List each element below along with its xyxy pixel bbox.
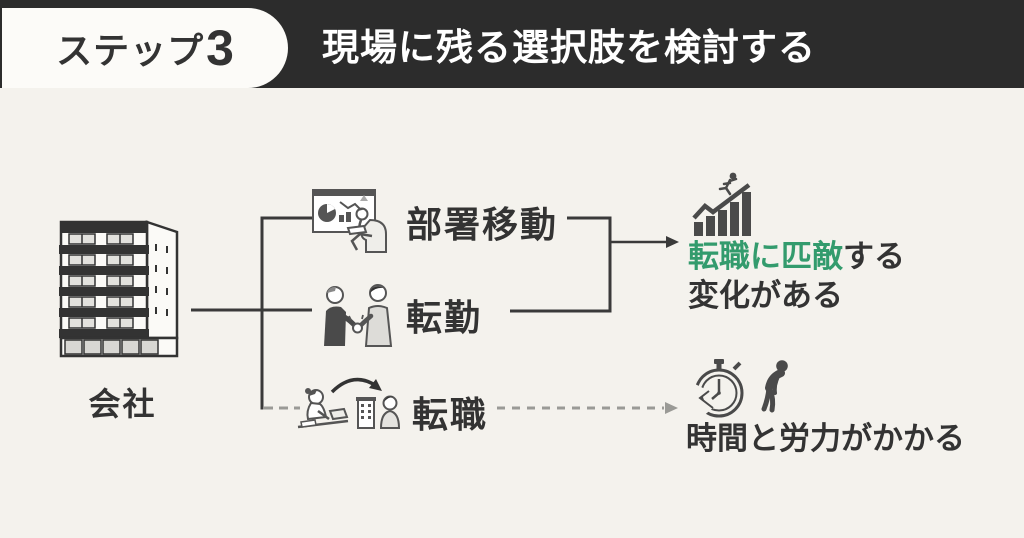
option-label-relocation: 転勤 <box>406 297 483 338</box>
merge-arrowhead <box>666 236 679 248</box>
handshake-icon <box>318 280 400 356</box>
option-label-job-change: 転職 <box>412 394 489 435</box>
job-search-icon <box>296 366 408 440</box>
header-bar: ステップ 3 現場に残る選択肢を検討する <box>0 0 1024 88</box>
outcome-positive-line1: 転職に匹敵する <box>688 237 905 276</box>
diagram-area: 会社 部署移動 <box>0 88 1024 538</box>
option-label-department-move: 部署移動 <box>406 204 559 245</box>
outcome-negative-text: 時間と労力がかかる <box>686 421 965 456</box>
tired-person-icon <box>761 360 788 413</box>
step-label: ステップ <box>56 30 205 71</box>
page-title: 現場に残る選択肢を検討する <box>322 27 816 68</box>
presentation-meeting-icon <box>310 182 396 256</box>
company-building-icon <box>59 220 179 358</box>
step-badge: ステップ 3 <box>2 8 288 88</box>
dashed-arrowhead <box>665 402 678 414</box>
outcome-negative-icons <box>690 358 800 418</box>
growth-chart-runner-icon <box>692 172 754 236</box>
outcome-positive-suffix: する <box>843 239 905 274</box>
outcome-positive-line2: 変化がある <box>688 278 843 313</box>
outcome-positive-text: 転職に匹敵する 変化がある <box>688 237 905 315</box>
company-label: 会社 <box>88 386 157 422</box>
step-number: 3 <box>206 20 234 76</box>
outcome-positive-highlight: 転職に匹敵 <box>688 239 843 274</box>
company-node: 会社 <box>55 212 190 425</box>
cracked-stopwatch-icon <box>691 359 744 418</box>
